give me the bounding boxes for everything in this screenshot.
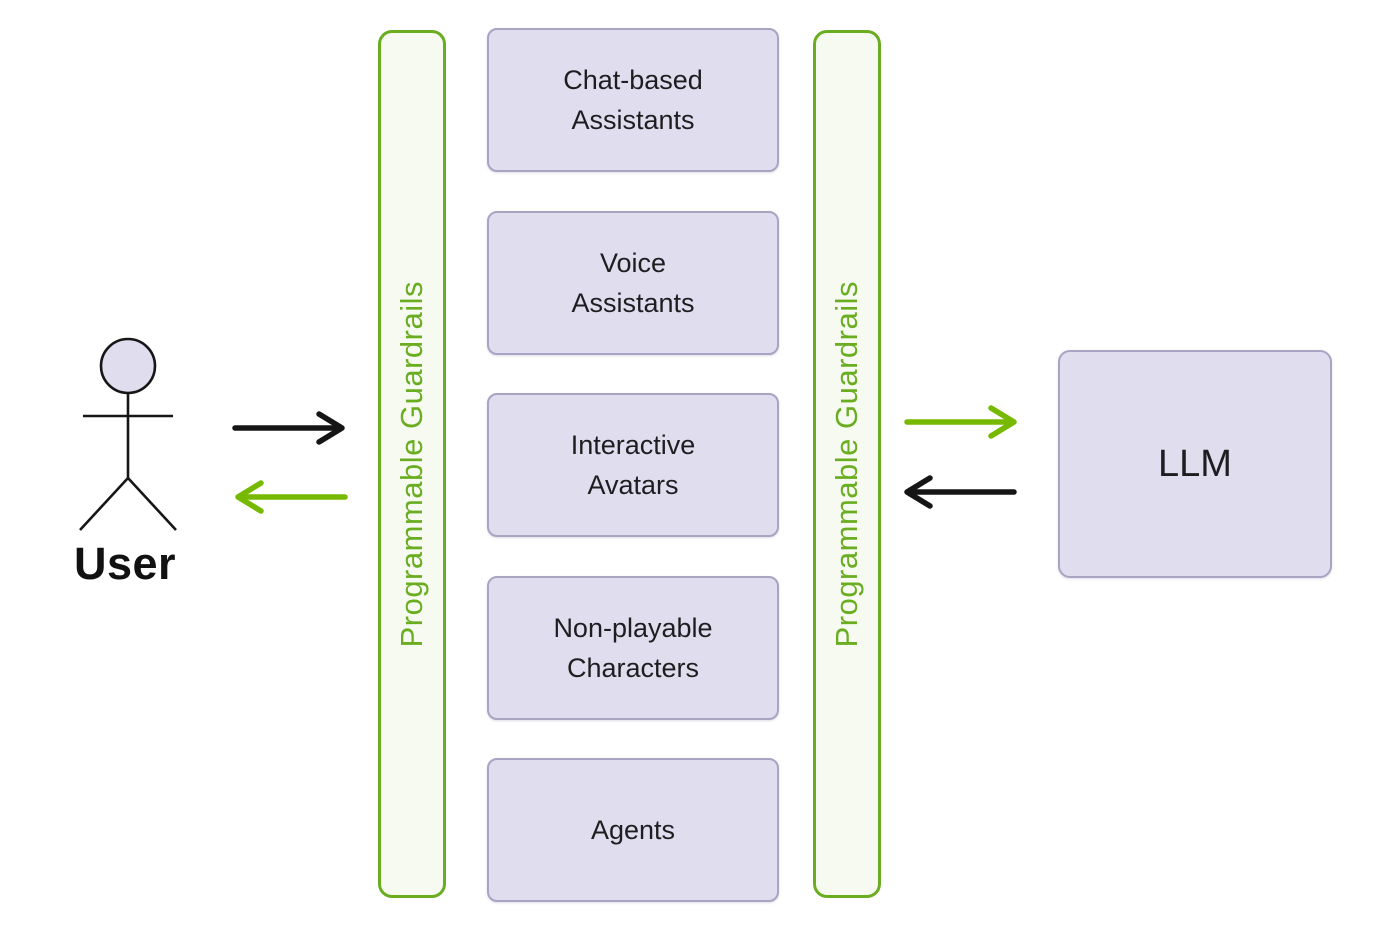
right-guardrail-label: Programmable Guardrails [829,280,864,648]
app-box-label: Interactive Avatars [570,429,696,501]
left-guardrail-bar: Programmable Guardrails [378,30,446,898]
stick-figure-legs [79,476,177,531]
guardrails-to-user-arrow [235,480,348,514]
app-box-chat-assistants: Chat-based Assistants [487,28,779,172]
app-box-non-playable-characters: Non-playable Characters [487,576,779,720]
right-guardrail-bar: Programmable Guardrails [813,30,881,898]
llm-box: LLM [1058,350,1332,578]
llm-label: LLM [1158,442,1232,485]
app-box-interactive-avatars: Interactive Avatars [487,393,779,537]
app-box-label: Agents [590,814,676,845]
llm-to-guardrails-arrow [904,475,1017,509]
app-box-label: Non-playable Characters [553,612,713,684]
stick-figure-head [99,337,157,395]
user-to-guardrails-arrow [232,411,345,445]
app-box-label: Voice Assistants [571,247,695,319]
app-box-voice-assistants: Voice Assistants [487,211,779,355]
stick-figure-icon [79,337,177,531]
app-box-agents: Agents [487,758,779,902]
guardrails-to-llm-arrow [904,405,1017,439]
user-figure-icon [52,330,204,540]
user-label: User [73,538,177,589]
app-box-label: Chat-based Assistants [563,64,703,136]
left-guardrail-label: Programmable Guardrails [394,280,429,648]
